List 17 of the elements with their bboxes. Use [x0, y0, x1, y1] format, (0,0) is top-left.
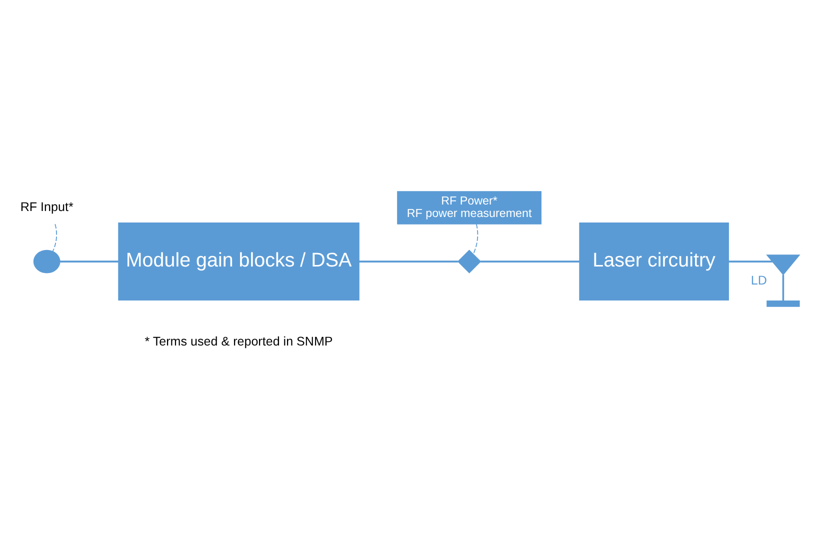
node-triangle — [766, 254, 800, 276]
connector — [359, 260, 458, 262]
label: * Terms used & reported in SNMP — [144, 334, 333, 349]
connector — [782, 274, 784, 301]
connector — [52, 224, 58, 252]
node-circle — [33, 250, 60, 274]
connector — [60, 260, 118, 262]
node-bar — [766, 300, 800, 307]
connector — [728, 260, 772, 262]
node-box: Laser circuitry — [579, 222, 729, 301]
node-label: LD — [750, 274, 767, 288]
connector — [480, 260, 580, 262]
node-box: RF Power* RF power measurement — [397, 191, 542, 224]
connector — [472, 224, 478, 254]
node-text: RF Input* — [20, 200, 74, 214]
node-diamond — [457, 250, 482, 274]
node-box: Module gain blocks / DSA — [118, 222, 360, 301]
